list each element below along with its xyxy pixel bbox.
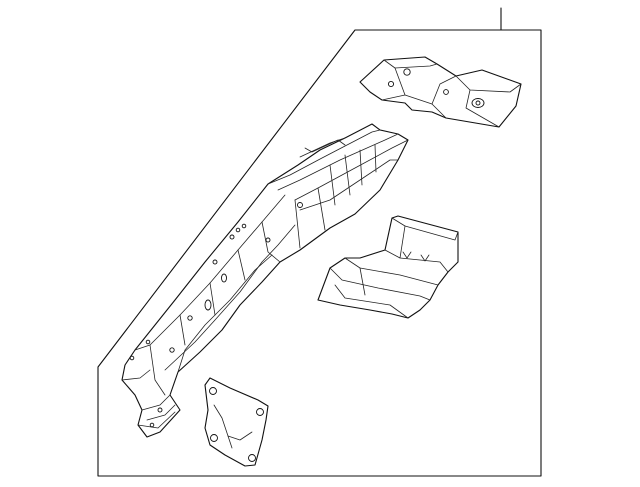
main-frame-rail — [121, 123, 409, 438]
mounting-plate — [204, 377, 269, 467]
rear-bracket-plate — [359, 56, 522, 128]
wheelhouse-panel — [317, 215, 459, 319]
group-boundary-frame — [97, 29, 542, 477]
